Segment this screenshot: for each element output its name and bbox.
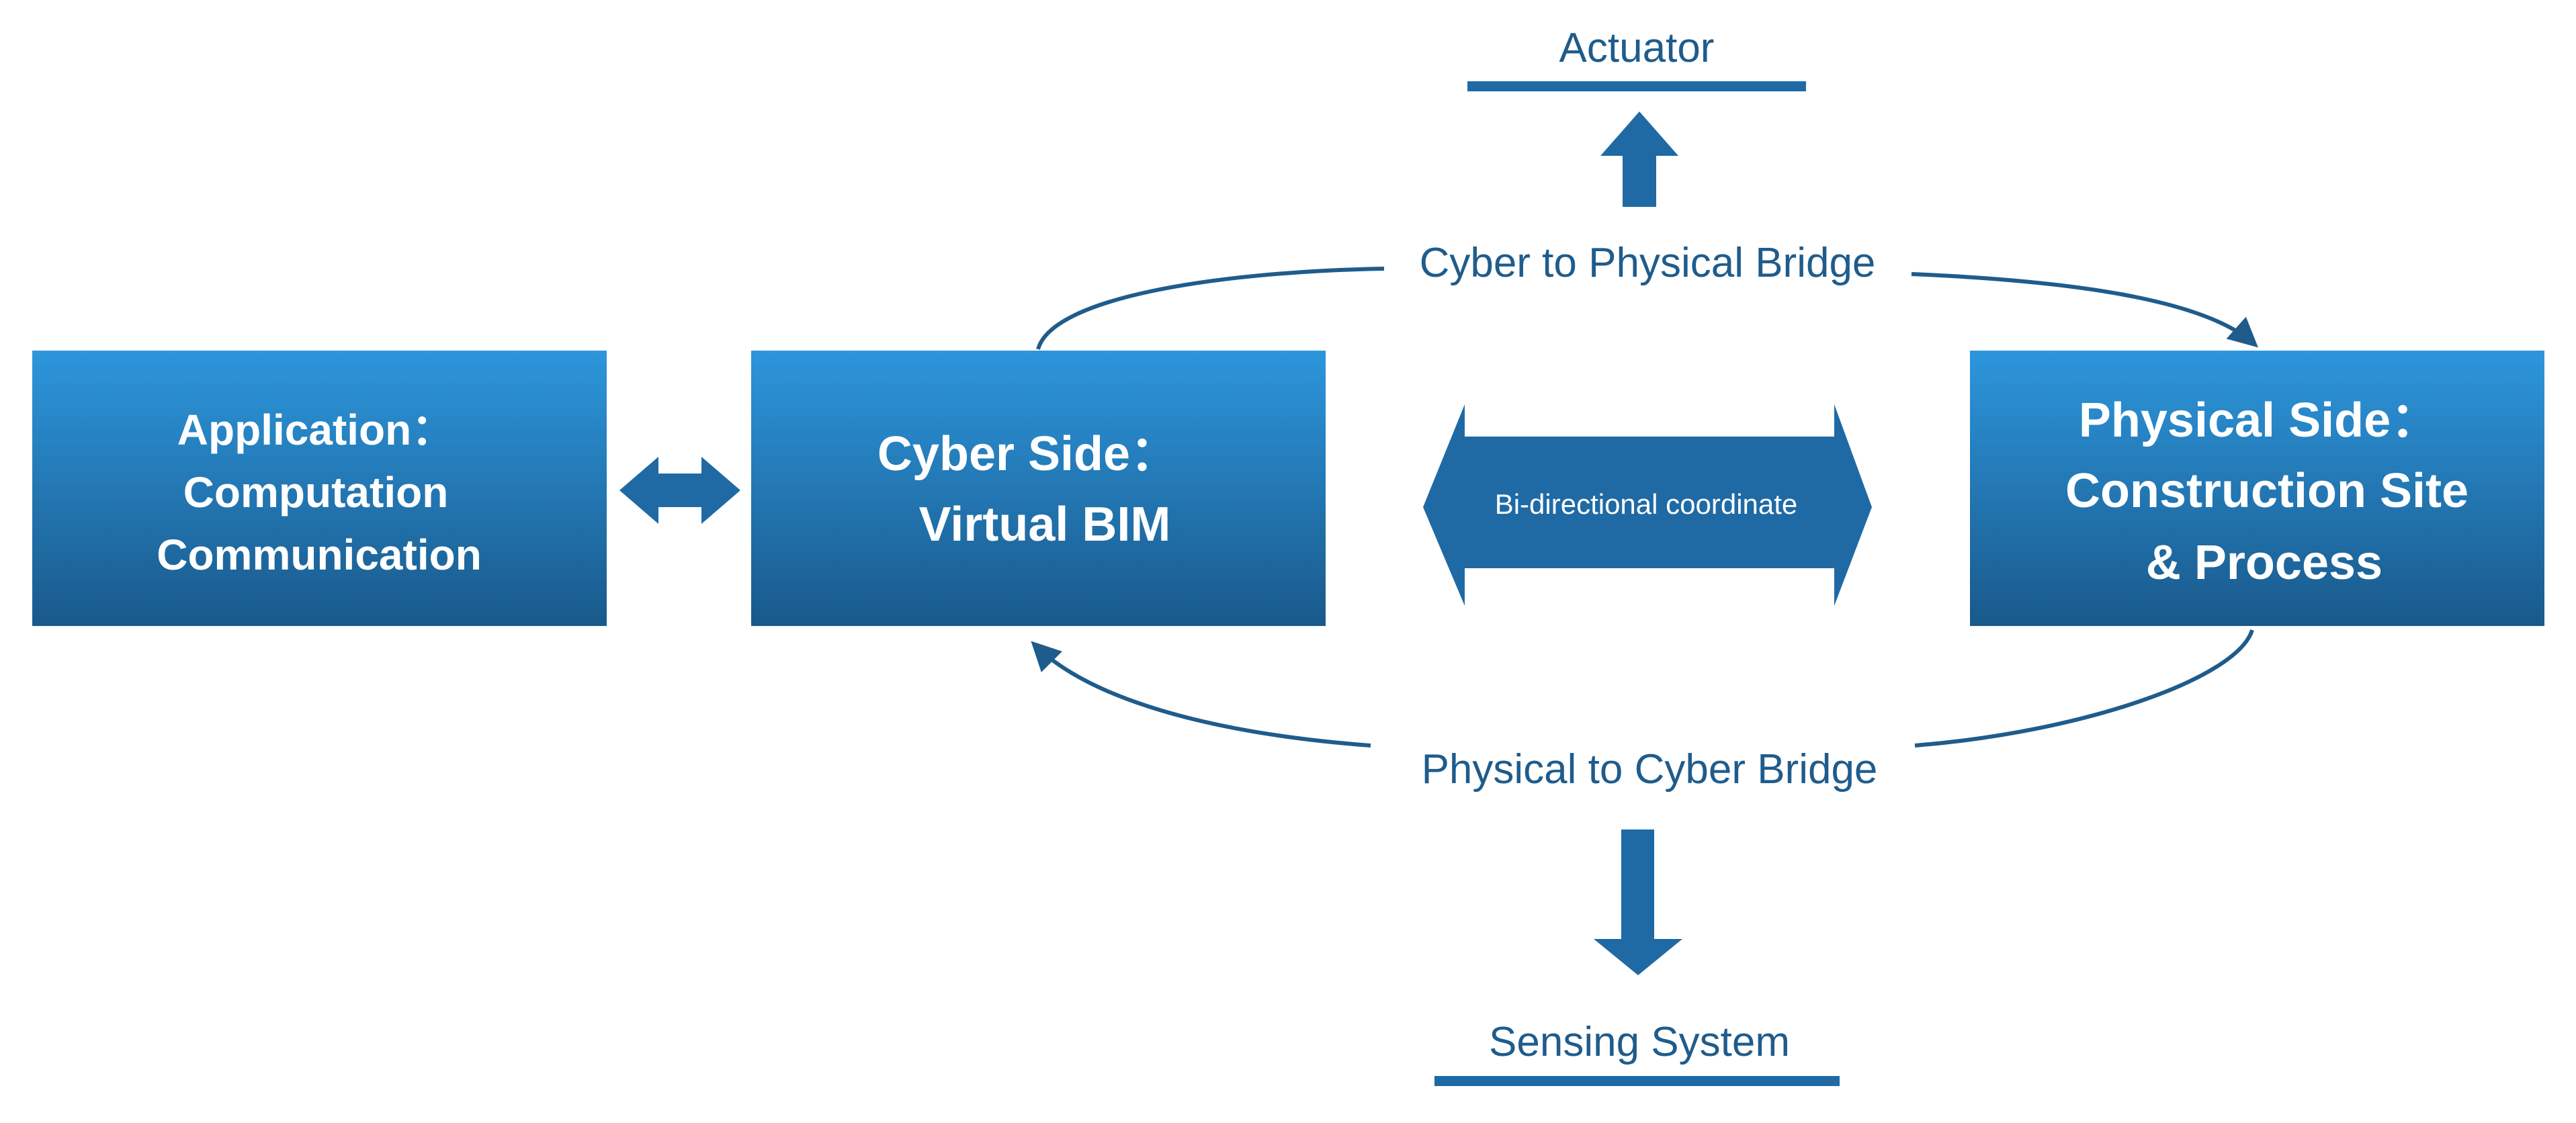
physical-side-box: Physical Side： Construction Site & Proce…: [1970, 351, 2544, 626]
sensing-underline: [1434, 1076, 1840, 1086]
actuator-underline: [1467, 81, 1806, 91]
physical-to-cyber-curve-left: [1031, 641, 1371, 748]
physical-box-line1: Physical Side：: [2079, 394, 2439, 447]
actuator-label: Actuator: [1559, 25, 1715, 71]
cyber-to-physical-curve-right: [1911, 272, 2258, 348]
app-cyber-double-arrow: [619, 457, 740, 524]
application-box-line2: Computation: [183, 468, 449, 516]
application-box: Application： Computation Communication: [32, 351, 607, 626]
physical-box-line3: & Process: [2146, 536, 2382, 590]
physical-to-cyber-label: Physical to Cyber Bridge: [1422, 746, 1878, 793]
cyber-to-physical-curve: [1036, 267, 1385, 350]
bi-directional-label: Bi-directional coordinate: [1495, 488, 1798, 520]
application-box-line3: Communication: [157, 531, 482, 579]
cyber-box-line2: Virtual BIM: [919, 498, 1171, 551]
cyber-to-physical-label: Cyber to Physical Bridge: [1420, 240, 1876, 286]
cyber-side-box: Cyber Side： Virtual BIM: [751, 351, 1326, 626]
actuator-up-arrow: [1600, 111, 1678, 207]
bi-directional-arrow: Bi-directional coordinate: [1423, 404, 1872, 606]
application-box-line1: Application：: [177, 406, 454, 454]
sensing-down-arrow: [1594, 829, 1682, 975]
physical-box-line2: Construction Site: [2065, 464, 2468, 518]
cyber-box-line1: Cyber Side：: [877, 427, 1178, 481]
sensing-system-label: Sensing System: [1489, 1019, 1790, 1065]
physical-to-cyber-curve-right: [1914, 629, 2254, 748]
